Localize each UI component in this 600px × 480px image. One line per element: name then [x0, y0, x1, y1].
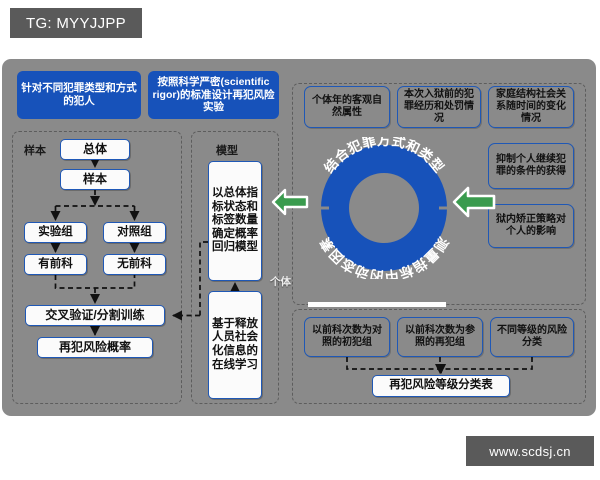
box-factor-family-structure: 家庭结构社会关系随时间的变化情况	[488, 86, 574, 128]
box-group-risk-levels-label: 不同等级的风险分类	[497, 325, 567, 348]
box-experiment-group-label: 实验组	[38, 225, 73, 238]
header-pill-scientific-rigor-label: 按照科学严密(scientific rigor)的标准设计再犯风险实验	[152, 75, 275, 114]
box-factor-criminal-history: 本次入狱前的犯罪经历和处罚情况	[397, 86, 481, 128]
box-population-label: 总体	[82, 142, 107, 157]
box-recidivism-probability-label: 再犯风险概率	[58, 340, 131, 355]
diagram-canvas: 针对不同犯罪类型和方式的犯人 按照科学严密(scientific rigor)的…	[2, 59, 596, 416]
header-pill-crime-type: 针对不同犯罪类型和方式的犯人	[17, 71, 141, 119]
arrow-left-green-icon-left	[271, 188, 309, 216]
panel-groups	[292, 309, 586, 404]
panel-sample-title: 样本	[24, 145, 46, 157]
telegram-watermark: TG: MYYJJPP	[10, 8, 142, 38]
box-sample-label: 样本	[82, 172, 107, 187]
box-factor-natural-attributes: 个体年的客观自然属性	[304, 86, 390, 128]
box-factor-deterrent-conditions-label: 抑制个人继续犯罪的条件的获得	[496, 154, 566, 177]
donut-chart: 结合犯罪方式和类型 测量指标中的动态因素	[313, 137, 455, 279]
box-sample: 样本	[60, 169, 130, 190]
box-group-risk-levels: 不同等级的风险分类	[490, 317, 574, 357]
box-regression-model-label: 以总体指标状态和标签数量确定概率回归模型	[212, 187, 258, 254]
box-population: 总体	[60, 139, 130, 160]
box-cross-validation-label: 交叉验证/分割训练	[45, 308, 145, 323]
box-risk-classification-table: 再犯风险等级分类表	[372, 375, 510, 397]
box-recidivism-probability: 再犯风险概率	[37, 337, 153, 358]
box-no-record: 无前科	[103, 254, 166, 275]
box-online-learning: 基于释放人员社会化信息的在线学习	[208, 291, 262, 399]
site-watermark-label: www.scdsj.cn	[489, 443, 571, 459]
box-factor-prison-correction: 狱内矫正策略对个人的影响	[488, 204, 574, 248]
telegram-watermark-label: TG: MYYJJPP	[26, 14, 126, 32]
panel-divider	[308, 302, 446, 307]
site-watermark: www.scdsj.cn	[466, 436, 594, 466]
header-pill-crime-type-label: 针对不同犯罪类型和方式的犯人	[21, 82, 137, 107]
box-regression-model: 以总体指标状态和标签数量确定概率回归模型	[208, 161, 262, 281]
box-risk-classification-table-label: 再犯风险等级分类表	[389, 379, 493, 392]
box-group-first-offender: 以前科次数为对照的初犯组	[304, 317, 390, 357]
individual-label: 个体	[270, 276, 291, 288]
box-factor-prison-correction-label: 狱内矫正策略对个人的影响	[496, 214, 566, 237]
box-control-group: 对照组	[103, 222, 166, 243]
box-factor-deterrent-conditions: 抑制个人继续犯罪的条件的获得	[488, 143, 574, 189]
box-experiment-group: 实验组	[24, 222, 87, 243]
panel-sample	[12, 131, 182, 404]
arrow-left-green-icon-right	[452, 186, 496, 218]
box-factor-family-structure-label: 家庭结构社会关系随时间的变化情况	[496, 89, 566, 124]
box-factor-natural-attributes-label: 个体年的客观自然属性	[312, 95, 382, 118]
box-factor-criminal-history-label: 本次入狱前的犯罪经历和处罚情况	[404, 89, 474, 124]
box-has-record-label: 有前科	[38, 257, 73, 270]
box-group-repeat-offender-label: 以前科次数为参照的再犯组	[405, 325, 475, 348]
box-has-record: 有前科	[24, 254, 87, 275]
panel-model	[191, 131, 279, 404]
box-online-learning-label: 基于释放人员社会化信息的在线学习	[212, 317, 258, 371]
panel-model-title: 模型	[216, 145, 238, 157]
header-pill-scientific-rigor: 按照科学严密(scientific rigor)的标准设计再犯风险实验	[148, 71, 279, 119]
box-group-repeat-offender: 以前科次数为参照的再犯组	[397, 317, 483, 357]
box-no-record-label: 无前科	[117, 257, 152, 270]
box-cross-validation: 交叉验证/分割训练	[25, 305, 165, 326]
box-control-group-label: 对照组	[117, 225, 152, 238]
box-group-first-offender-label: 以前科次数为对照的初犯组	[312, 325, 382, 348]
